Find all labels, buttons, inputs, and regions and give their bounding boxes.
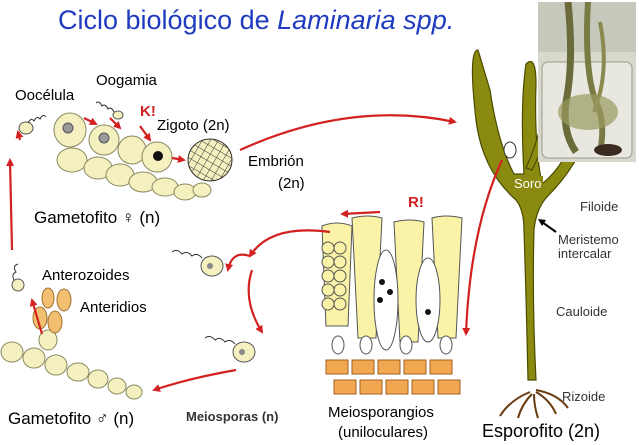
label-meiosporas: Meiosporas (n) xyxy=(186,409,279,424)
title-species: Laminaria spp. xyxy=(277,5,455,35)
meiospore-2 xyxy=(204,335,256,363)
embryo xyxy=(187,138,233,182)
label-zigoto: Zigoto (2n) xyxy=(157,117,230,134)
meiosporangia-tissue xyxy=(321,215,463,395)
specimen-photo xyxy=(538,2,636,162)
holdfast xyxy=(499,389,569,419)
sporangium-spores xyxy=(321,241,347,311)
soro-spot xyxy=(503,141,517,159)
label-k-mark: K! xyxy=(140,103,156,120)
meiospore-1 xyxy=(171,249,224,277)
cycle-arrows xyxy=(6,114,504,392)
label-anterozoides: Anterozoides xyxy=(42,267,130,284)
label-soro: Soro xyxy=(512,176,544,191)
label-oogamia: Oogamia xyxy=(96,72,157,89)
diagram-title: Ciclo biológico de Laminaria spp. xyxy=(58,5,455,36)
label-embrion-1: Embrión xyxy=(248,153,304,170)
label-esporofito: Esporofito (2n) xyxy=(482,421,601,441)
base-cells xyxy=(325,359,461,395)
oocell xyxy=(18,114,47,135)
label-gametofito-male: Gametofito ♂ (n) xyxy=(8,409,135,428)
antherozoid xyxy=(11,263,25,292)
label-filoide: Filoide xyxy=(580,199,619,214)
male-gametophyte-cells xyxy=(0,329,143,400)
label-meristemo-2: intercalar xyxy=(558,246,612,261)
title-text: Ciclo biológico de xyxy=(58,5,278,35)
label-rizoide: Rizoide xyxy=(562,389,606,404)
label-anteridios: Anteridios xyxy=(80,299,147,316)
label-gametofito-female: Gametofito ♀ (n) xyxy=(34,208,161,227)
female-gametophyte-cells xyxy=(53,112,212,201)
stalk-bulbs xyxy=(331,335,453,355)
label-oocelula: Oocélula xyxy=(15,87,75,104)
label-meiosporangios-2: (uniloculares) xyxy=(338,424,429,441)
label-r-mark: R! xyxy=(408,194,424,211)
nuclei xyxy=(62,122,163,161)
oogamia-sperm xyxy=(95,101,124,120)
spore-dots xyxy=(377,279,431,315)
label-embrion-2: (2n) xyxy=(278,175,305,192)
label-meiosporangios-1: Meiosporangios xyxy=(328,404,434,421)
label-meristemo-1: Meristemo xyxy=(558,232,619,247)
label-cauloide: Cauloide xyxy=(556,304,608,319)
